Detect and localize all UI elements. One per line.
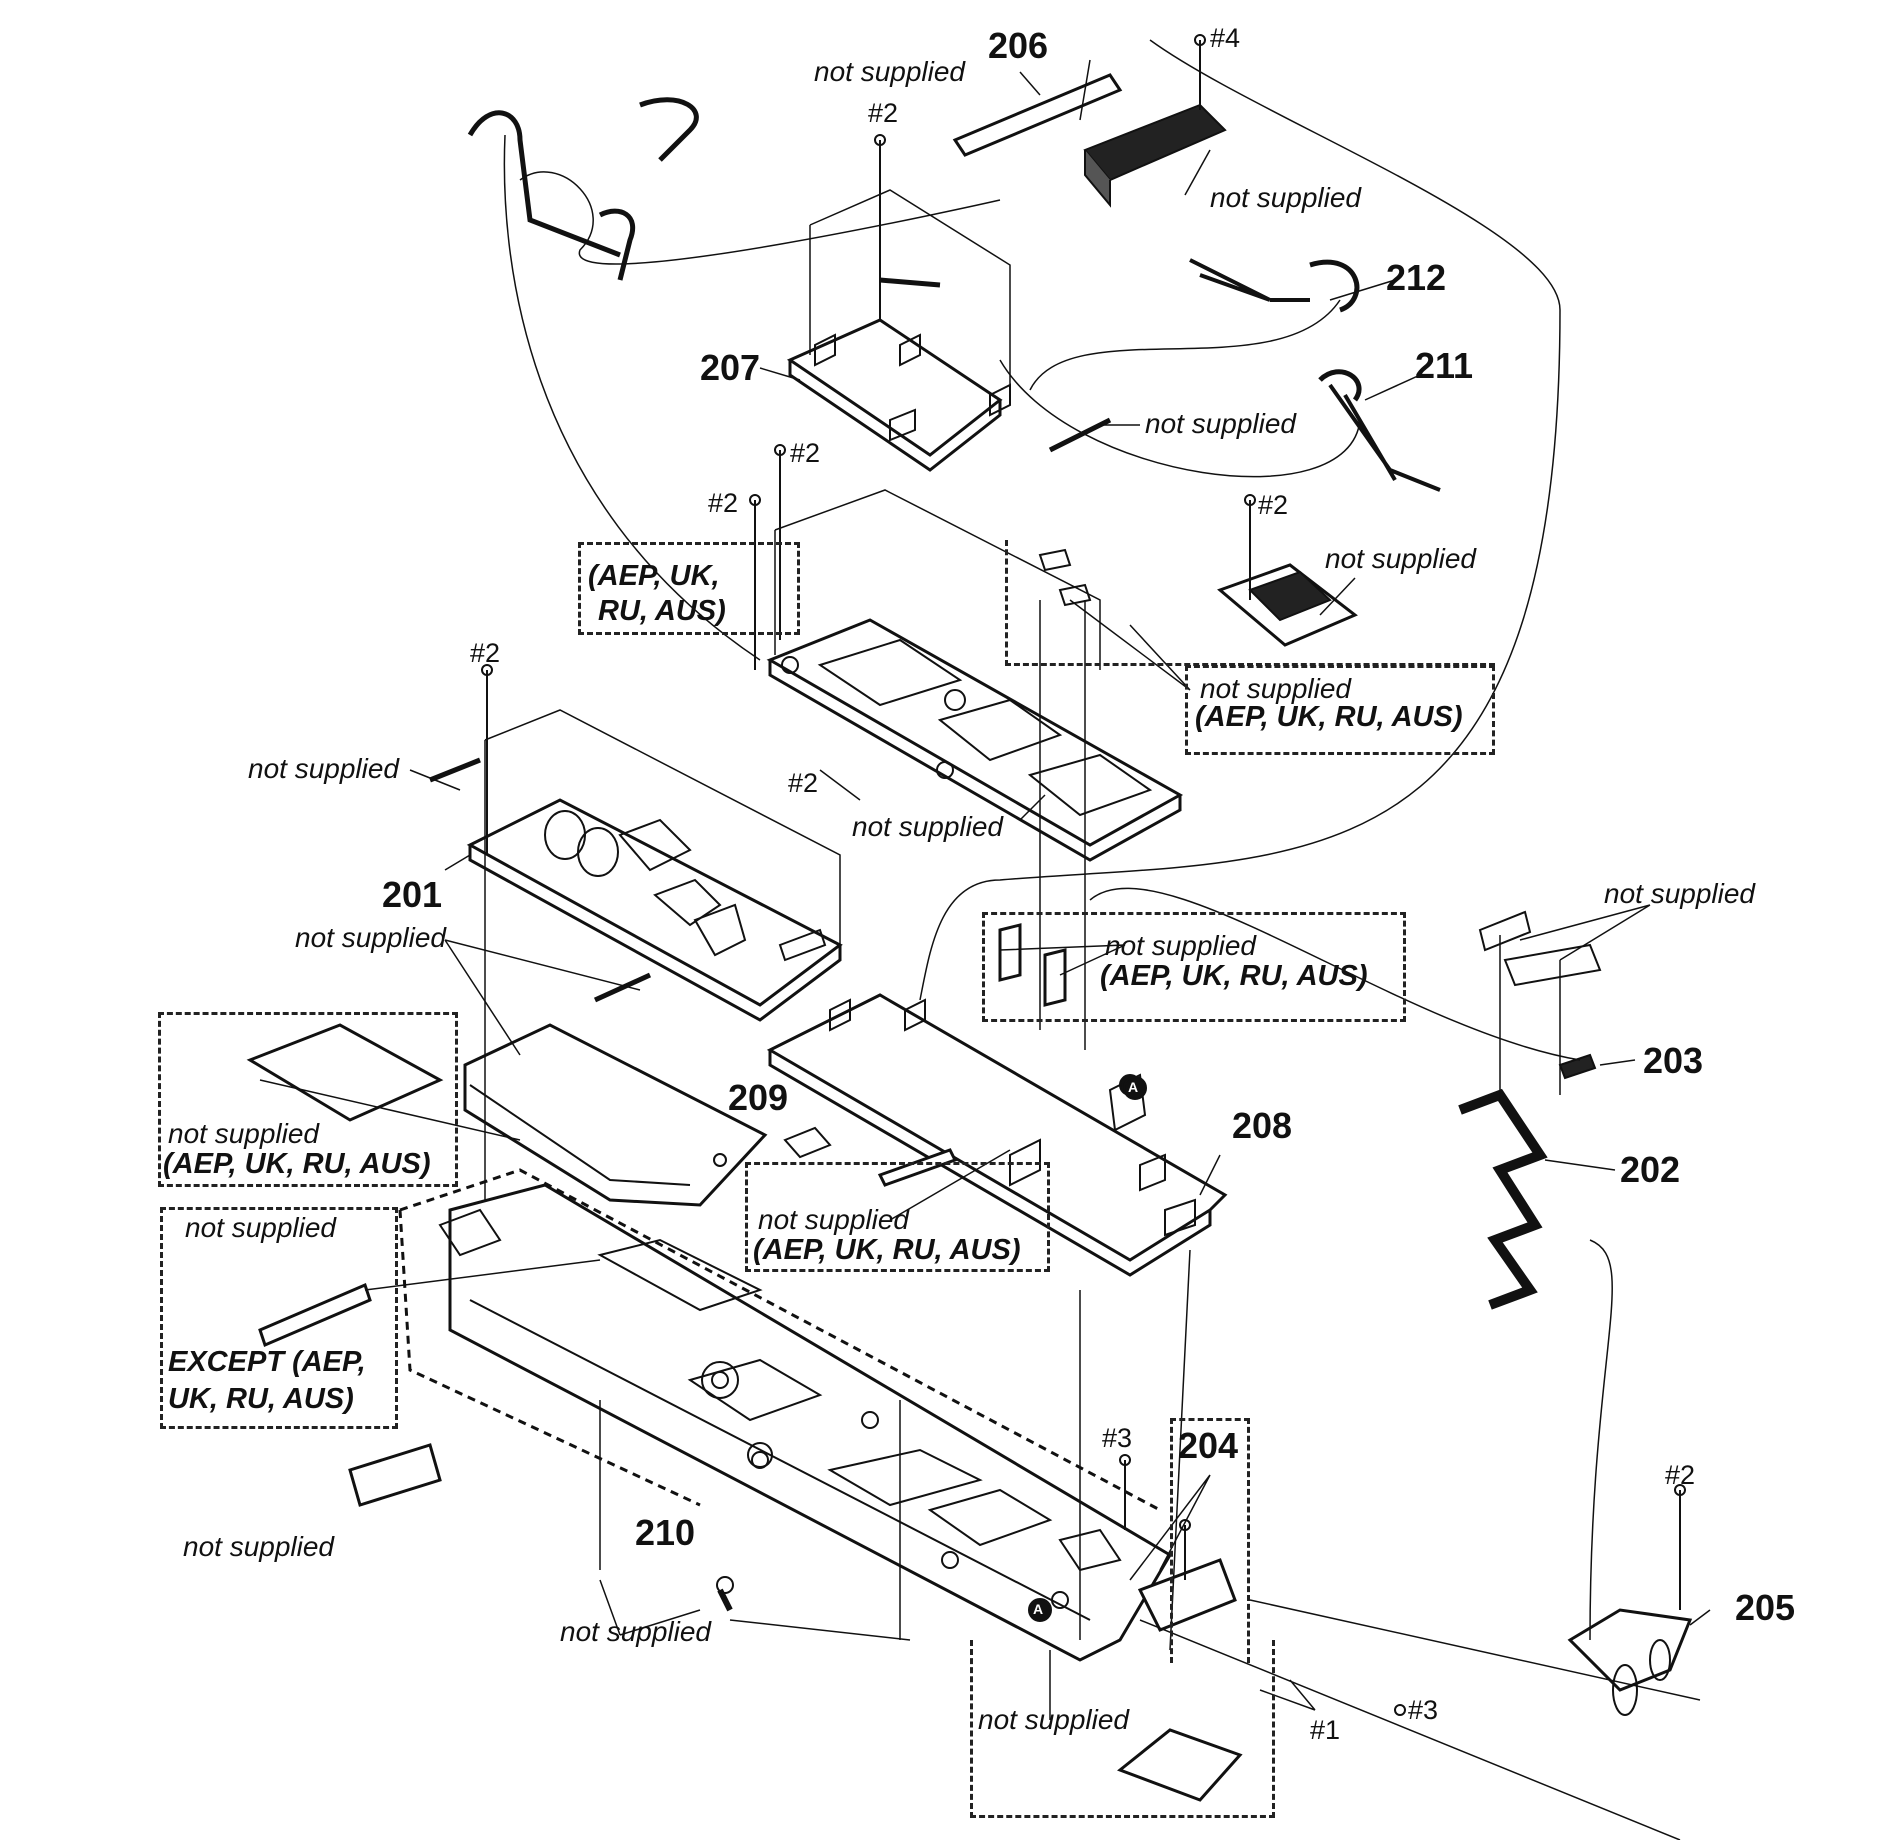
- bracket-204: [1117, 1558, 1243, 1802]
- note-not-supplied-1: not supplied: [814, 56, 966, 87]
- screw-2-label-e: #2: [470, 638, 501, 668]
- label-pointers: [409, 59, 1711, 1720]
- note-region-1-line1: (AEP, UK,: [588, 560, 720, 592]
- leader-lines: [259, 39, 1701, 1840]
- part-202-label: 202: [1620, 1149, 1681, 1190]
- dashed-box-region-3: [982, 912, 1406, 1022]
- note-except-line2: UK, RU, AUS): [168, 1383, 354, 1415]
- shield-plate: [463, 1023, 768, 1207]
- note-not-supplied-7: not supplied: [852, 811, 1004, 842]
- note-except-line1: EXCEPT (AEP,: [168, 1346, 366, 1378]
- note-region-5: (AEP, UK, RU, AUS): [753, 1234, 1021, 1266]
- screw-2-label-f: #2: [788, 768, 819, 798]
- part-205-label: 205: [1735, 1587, 1796, 1628]
- note-not-supplied-8: not supplied: [295, 922, 447, 953]
- dashed-box-region-5: [745, 1162, 1050, 1272]
- note-region-4: (AEP, UK, RU, AUS): [163, 1148, 431, 1180]
- note-region-3: (AEP, UK, RU, AUS): [1100, 960, 1368, 992]
- part-206-label: 206: [988, 25, 1049, 66]
- board-207: [786, 318, 1011, 472]
- note-not-supplied-14: not supplied: [183, 1531, 335, 1562]
- screw-1-label: #1: [1310, 1715, 1341, 1745]
- part-209-label: 209: [728, 1077, 789, 1118]
- heatsink-board: [1217, 563, 1358, 647]
- pad-209: [783, 1126, 832, 1159]
- middle-bracket: [766, 618, 1184, 862]
- cable-211: [1328, 383, 1441, 492]
- note-not-supplied-9: not supplied: [1105, 930, 1257, 961]
- part-207-label: 207: [700, 347, 761, 388]
- dashed-box-region-1: [578, 542, 800, 635]
- part-203-label: 203: [1643, 1040, 1704, 1081]
- screw-2-label-b: #2: [790, 438, 821, 468]
- screw-2-label-d: #2: [1258, 490, 1289, 520]
- note-region-2: (AEP, UK, RU, AUS): [1195, 701, 1463, 733]
- part-210-label: 210: [635, 1512, 696, 1553]
- note-not-supplied-13: not supplied: [185, 1212, 337, 1243]
- note-not-supplied-16: not supplied: [978, 1704, 1130, 1735]
- part-208-label: 208: [1232, 1105, 1293, 1146]
- marker-a-bottom: [1028, 1598, 1052, 1622]
- flat-cable-206: [952, 73, 1123, 157]
- screw-3-label-b: #3: [1408, 1695, 1439, 1725]
- screw-2-label-g: #2: [1665, 1460, 1696, 1490]
- note-not-supplied-12: not supplied: [758, 1204, 910, 1235]
- marker-a-bottom-letter: A: [1033, 1601, 1044, 1617]
- dashed-box-204-top: [1170, 1418, 1250, 1663]
- screw-4-label: #4: [1210, 23, 1241, 53]
- connector-203: [1558, 1053, 1597, 1080]
- bottom-chassis: [438, 1183, 1173, 1662]
- dashed-box-region-4: [158, 1012, 458, 1187]
- power-board-201: [466, 798, 843, 1022]
- marker-a-top: [1123, 1076, 1147, 1100]
- heatsink-top: [1083, 103, 1227, 208]
- note-not-supplied-5: not supplied: [1200, 673, 1352, 704]
- part-201-label: 201: [382, 874, 443, 915]
- note-not-supplied-3: not supplied: [1145, 408, 1297, 439]
- note-not-supplied-2: not supplied: [1210, 182, 1362, 213]
- dashed-box-region-2: [1185, 665, 1495, 755]
- note-not-supplied-4: not supplied: [1325, 543, 1477, 574]
- flex-cable-202: [1458, 1088, 1548, 1310]
- note-region-1-line2: RU, AUS): [598, 595, 726, 627]
- marker-a-top-letter: A: [1128, 1079, 1139, 1095]
- part-212-label: 212: [1386, 257, 1447, 298]
- note-not-supplied-11: not supplied: [168, 1118, 320, 1149]
- screw-3-label-a: #3: [1102, 1423, 1133, 1453]
- switch-board-205: [1567, 1608, 1693, 1716]
- screw-2-label-c: #2: [708, 488, 739, 518]
- note-not-supplied-15: not supplied: [560, 1616, 712, 1647]
- screw-2-label-a: #2: [868, 98, 899, 128]
- main-board-208: [766, 993, 1228, 1277]
- dashed-box-region-2-top: [1005, 540, 1495, 666]
- note-not-supplied-10: not supplied: [1604, 878, 1756, 909]
- dashed-box-except: [160, 1207, 398, 1429]
- harness-left: [467, 110, 621, 258]
- part-211-label: 211: [1415, 345, 1474, 386]
- cable-212: [1189, 258, 1310, 302]
- part-204-label: 204: [1178, 1425, 1239, 1466]
- note-not-supplied-6: not supplied: [248, 753, 400, 784]
- dashed-box-204: [970, 1640, 1275, 1818]
- screw-pins: [429, 34, 1686, 1716]
